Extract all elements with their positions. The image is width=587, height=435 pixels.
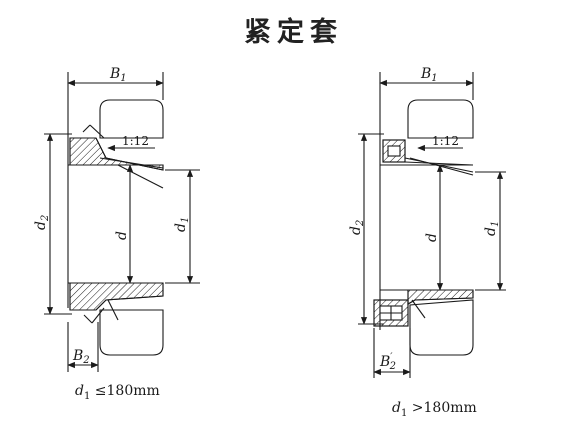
right-d-label: d: [424, 233, 440, 242]
right-d2-label: d2: [348, 220, 366, 235]
right-view: [358, 72, 506, 378]
right-bottom-bearing: [409, 299, 474, 356]
left-view: [44, 72, 200, 372]
page-title: 紧定套: [244, 17, 343, 48]
left-top-bearing: [99, 99, 164, 189]
left-d-label: d: [114, 231, 130, 240]
right-caption: d1 >180mm: [392, 400, 477, 419]
left-caption: d1 ≤180mm: [75, 383, 160, 402]
left-b1-dimension: [67, 72, 164, 140]
right-d1-dimension: [475, 171, 506, 291]
left-bottom-bearing: [99, 299, 164, 356]
right-d1-label: d1: [483, 221, 501, 236]
right-b1-label: B1: [420, 66, 438, 84]
right-b2p-dimension: [373, 328, 411, 378]
left-b2-label: B2: [72, 348, 90, 366]
left-d2-dimension: [44, 133, 72, 315]
right-top-lockplate: [382, 139, 474, 173]
left-d2-label: d2: [33, 215, 51, 230]
left-b1-label: B1: [109, 66, 127, 84]
right-taper-label: 1:12: [432, 134, 459, 148]
left-taper-label: 1:12: [122, 134, 149, 148]
left-b2-dimension: [67, 322, 99, 372]
right-b1-dimension: [379, 72, 474, 140]
right-bottom-sleeve: [407, 289, 474, 305]
right-b2p-label: B′2: [379, 352, 396, 372]
left-d1-label: d1: [173, 217, 191, 232]
right-bottom-lockscrew: [373, 299, 409, 327]
left-d1-dimension: [165, 169, 200, 284]
